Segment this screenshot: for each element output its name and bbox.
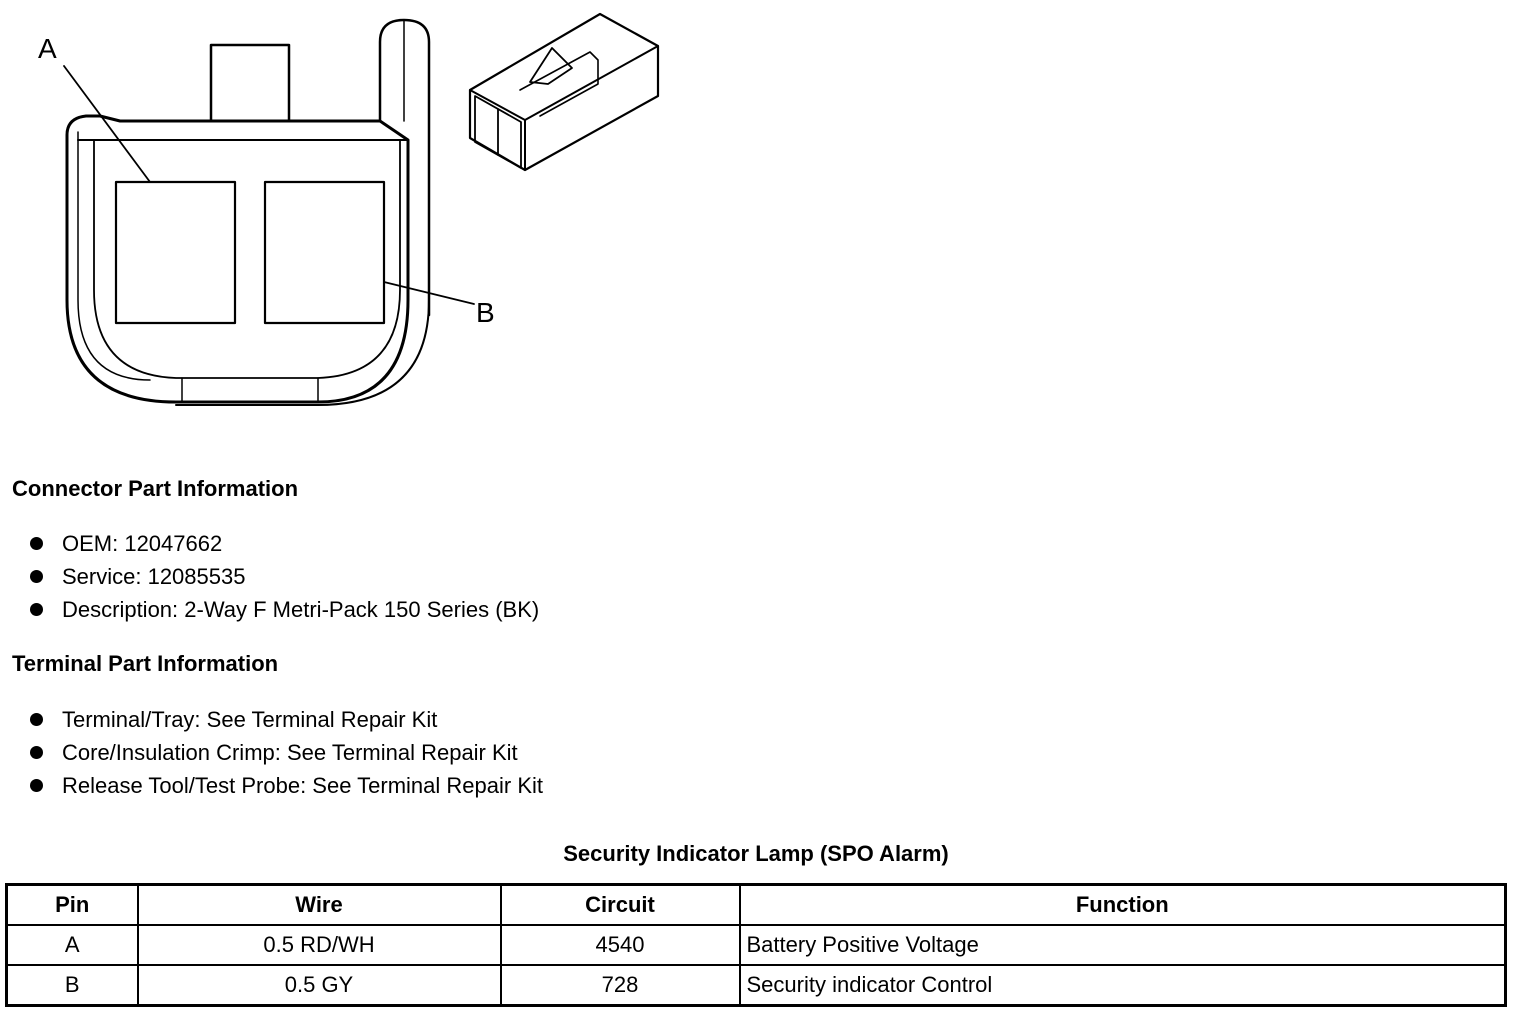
bullet-icon xyxy=(30,570,43,583)
connector-info-heading: Connector Part Information xyxy=(12,476,299,501)
bullet-icon xyxy=(30,779,43,792)
connector-diagram: A B xyxy=(38,12,660,406)
pin-label-b: B xyxy=(476,297,495,328)
connector-isometric-view xyxy=(468,12,660,172)
connector-info-list: OEM: 12047662 Service: 12085535 Descript… xyxy=(30,527,539,626)
cell-wire: 0.5 RD/WH xyxy=(136,924,502,966)
terminal-info-heading: Terminal Part Information xyxy=(12,651,279,676)
table-header-row: Pin Wire Circuit Function xyxy=(5,883,1507,926)
list-item: Core/Insulation Crimp: See Terminal Repa… xyxy=(30,736,543,769)
pin-table-title: Security Indicator Lamp (SPO Alarm) xyxy=(563,841,949,866)
cell-pin: A xyxy=(5,924,139,966)
header-function: Function xyxy=(738,883,1507,926)
list-item: Release Tool/Test Probe: See Terminal Re… xyxy=(30,769,543,802)
header-wire: Wire xyxy=(136,883,502,926)
terminal-info-list: Terminal/Tray: See Terminal Repair Kit C… xyxy=(30,703,543,802)
cell-function: Security indicator Control xyxy=(738,964,1507,1007)
list-item: Service: 12085535 xyxy=(30,560,539,593)
table-row: A 0.5 RD/WH 4540 Battery Positive Voltag… xyxy=(5,924,1507,966)
cell-circuit: 4540 xyxy=(499,924,741,966)
cavity-a xyxy=(114,180,237,325)
list-item: OEM: 12047662 xyxy=(30,527,539,560)
bullet-icon xyxy=(30,537,43,550)
cell-pin: B xyxy=(5,964,139,1007)
bullet-icon xyxy=(30,603,43,616)
cell-function: Battery Positive Voltage xyxy=(738,924,1507,966)
list-item: Terminal/Tray: See Terminal Repair Kit xyxy=(30,703,543,736)
cavity-b xyxy=(263,180,386,325)
table-row: B 0.5 GY 728 Security indicator Control xyxy=(5,964,1507,1007)
pin-label-a: A xyxy=(38,33,57,64)
connector-face-view xyxy=(63,18,475,406)
bullet-icon xyxy=(30,746,43,759)
list-item: Description: 2-Way F Metri-Pack 150 Seri… xyxy=(30,593,539,626)
pin-table: Pin Wire Circuit Function A 0.5 RD/WH 45… xyxy=(5,883,1507,1007)
header-pin: Pin xyxy=(5,883,139,926)
cell-circuit: 728 xyxy=(499,964,741,1007)
bullet-icon xyxy=(30,713,43,726)
header-circuit: Circuit xyxy=(499,883,741,926)
cell-wire: 0.5 GY xyxy=(136,964,502,1007)
